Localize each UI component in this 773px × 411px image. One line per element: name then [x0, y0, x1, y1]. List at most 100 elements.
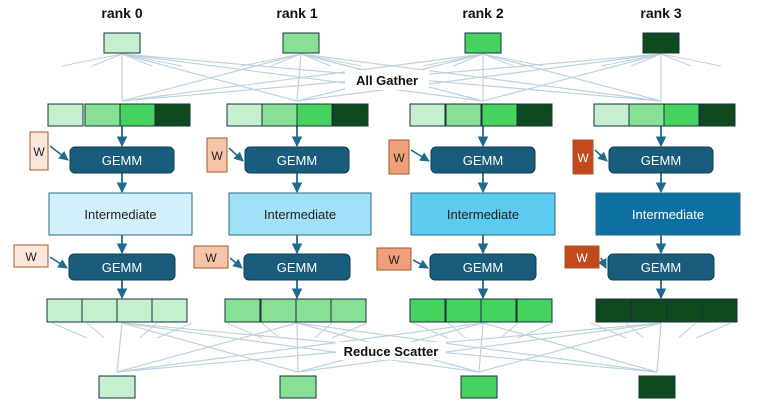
rank-label-1: rank 1 — [276, 5, 317, 21]
all-gather-spread-2-0 — [422, 53, 484, 67]
reduce-scatter-label: Reduce Scatter — [344, 344, 439, 359]
rank-label-0: rank 0 — [101, 5, 142, 21]
weight-label-2-1: W — [205, 251, 217, 265]
reduce-scatter-spread-2-2 — [500, 322, 519, 339]
reduce-scatter-spread-3-0 — [590, 322, 627, 339]
rank-2-gathered-shard-1 — [445, 103, 482, 127]
reduce-scatter-label-bg — [336, 342, 446, 360]
gemm1-box-0 — [69, 146, 175, 174]
reduce-scatter-line-3-3 — [656, 322, 662, 373]
reduce-scatter-spread-0-2 — [139, 322, 158, 339]
reduce-scatter-spread-0-1 — [86, 322, 105, 339]
rank-0-gathered-shard-3 — [154, 103, 191, 127]
weight-label-2-0: W — [25, 250, 37, 264]
rank-3-output-cell-2 — [666, 298, 703, 323]
rank-1-output-cell-1 — [260, 298, 297, 323]
all-gather-spread-0-0 — [61, 53, 123, 67]
rank-0-gathered-shard-2 — [119, 103, 156, 127]
rank-0-output-cell-0 — [46, 298, 83, 323]
reduce-scatter-line-1-0 — [116, 322, 298, 373]
gemm1-label-3: GEMM — [641, 153, 681, 168]
weight-label-1-3: W — [577, 151, 589, 165]
all-gather-spread-2-1 — [452, 53, 484, 67]
reduce-scatter-spread-3-1 — [625, 322, 644, 339]
arrow-weight-to-gemm1-1 — [228, 147, 244, 162]
gemm2-label-2: GEMM — [463, 260, 503, 275]
weight-box-1-3 — [572, 139, 594, 175]
weight-label-1-0: W — [33, 145, 45, 159]
reduce-scatter-spread-0-3 — [156, 322, 193, 339]
all-gather-label-bg — [345, 70, 429, 90]
rank-1-gathered-shard-1 — [261, 103, 298, 127]
rank-3-input-shard — [642, 32, 680, 54]
all-gather-spread-1-2 — [300, 53, 332, 67]
rank-2-gathered-shard-3 — [516, 103, 553, 127]
rank-2-gathered-shard-0 — [409, 103, 446, 127]
reduce-scatter-spread-1-1 — [261, 322, 280, 339]
rank-0-output-cell-1 — [81, 298, 118, 323]
gemm1-label-0: GEMM — [102, 153, 142, 168]
arrow-weight-to-gemm1-2 — [410, 149, 430, 162]
all-gather-spread-0-1 — [91, 53, 123, 67]
rank-2-output-cell-3 — [516, 298, 553, 323]
reduce-scatter-spread-1-2 — [314, 322, 333, 339]
reduce-scatter-line-0-0 — [116, 322, 123, 373]
weight-box-2-0 — [13, 244, 49, 268]
rank-2-output-cell-2 — [480, 298, 517, 323]
rank-2-gathered-shard-2 — [481, 103, 518, 127]
all-gather-spread-3-2 — [660, 53, 692, 67]
rank-2-output-cell-1 — [445, 298, 482, 323]
gemm2-label-0: GEMM — [102, 260, 142, 275]
gemm1-label-1: GEMM — [277, 153, 317, 168]
rank-0-gathered-shard-0 — [47, 103, 84, 127]
all-gather-line-1-0 — [121, 53, 302, 102]
all-gather-spread-1-1 — [270, 53, 302, 67]
intermediate-box-3 — [595, 192, 741, 236]
all-gather-spread-2-2 — [482, 53, 514, 67]
rank-1-gathered-shard-2 — [296, 103, 333, 127]
rank-1-gathered-shard-0 — [226, 103, 263, 127]
rank-3-gathered-shard-3 — [699, 103, 736, 127]
weight-label-2-3: W — [576, 251, 588, 265]
weight-box-2-3 — [564, 245, 600, 269]
rank-1-output-cell-0 — [224, 298, 261, 323]
reduce-scatter-spread-0-0 — [51, 322, 88, 339]
rank-1-input-shard — [282, 32, 320, 54]
weight-label-2-2: W — [388, 253, 400, 267]
rank-0-output-cell-3 — [151, 298, 188, 323]
intermediate-label-0: Intermediate — [84, 207, 156, 222]
arrow-weight-to-gemm2-2 — [412, 259, 429, 269]
reduce-scatter-spread-3-3 — [695, 322, 732, 339]
rank-3-output-cell-1 — [631, 298, 668, 323]
gemm2-box-2 — [429, 253, 537, 281]
rank-3-output-cell-0 — [595, 298, 632, 323]
rank-1-result-shard — [279, 375, 317, 399]
rank-0-result-shard — [98, 375, 136, 399]
rank-1-gathered-shard-3 — [332, 103, 369, 127]
rank-2-output-cell-0 — [409, 298, 446, 323]
reduce-scatter-spread-1-3 — [331, 322, 368, 339]
all-gather-line-2-0 — [121, 53, 484, 102]
gemm2-box-0 — [68, 253, 176, 281]
reduce-scatter-spread-2-0 — [412, 322, 449, 339]
rank-1-output-cell-3 — [330, 298, 367, 323]
reduce-scatter-line-0-1 — [121, 322, 299, 373]
all-gather-line-3-2 — [482, 53, 662, 102]
gemm2-box-3 — [607, 253, 715, 281]
gemm2-box-1 — [243, 253, 351, 281]
all-gather-spread-3-1 — [630, 53, 662, 67]
rank-3-gathered-shard-2 — [663, 103, 700, 127]
all-gather-spread-3-0 — [600, 53, 662, 67]
weight-box-1-0 — [29, 131, 49, 171]
gemm2-label-3: GEMM — [641, 260, 681, 275]
arrow-weight-to-gemm2-1 — [229, 257, 243, 269]
rank-3-gathered-shard-0 — [593, 103, 630, 127]
all-gather-label: All Gather — [356, 73, 418, 88]
all-gather-spread-1-3 — [300, 53, 362, 67]
intermediate-box-1 — [228, 192, 372, 236]
rank-label-2: rank 2 — [462, 5, 503, 21]
intermediate-box-0 — [48, 192, 193, 236]
arrow-weight-to-gemm2-3 — [597, 257, 607, 269]
intermediate-box-2 — [410, 192, 556, 236]
